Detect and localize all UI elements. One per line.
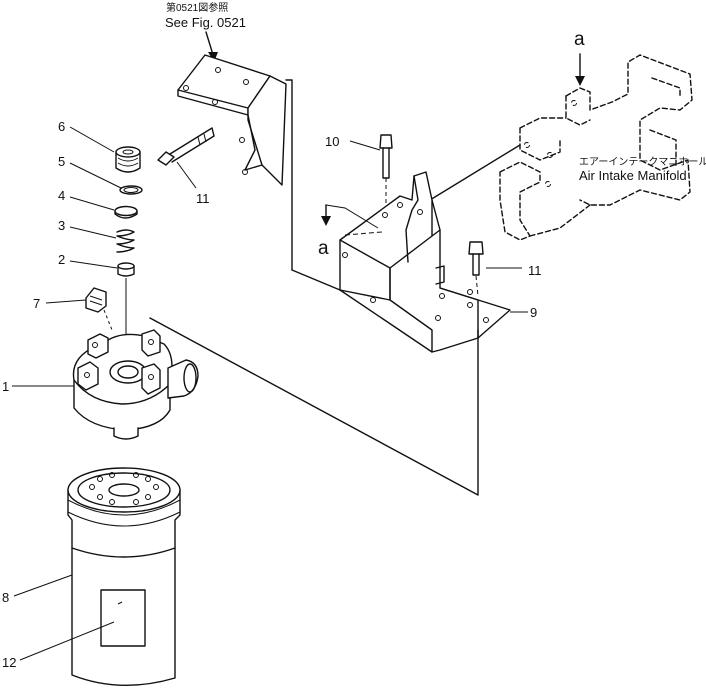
leader-10 bbox=[349, 140, 381, 151]
ref-a-top-arrowhead bbox=[575, 76, 585, 86]
bracket-9 bbox=[339, 171, 511, 353]
ref-a-left-line bbox=[325, 204, 379, 229]
part-label-7: 7 bbox=[33, 296, 40, 311]
see-fig-en-text: See Fig. 0521 bbox=[165, 15, 246, 30]
leader-11-upper bbox=[176, 161, 197, 189]
bracket-link-line bbox=[285, 79, 293, 271]
air-intake-manifold bbox=[499, 54, 693, 241]
leader-4 bbox=[69, 196, 115, 211]
manifold-en-text: Air Intake Manifold bbox=[579, 168, 687, 183]
part-label-5: 5 bbox=[58, 154, 65, 169]
part-7-plug bbox=[85, 287, 113, 331]
leader-8 bbox=[13, 574, 73, 597]
part-12-label-plate bbox=[100, 589, 146, 647]
leader-2 bbox=[69, 260, 118, 269]
bolt-10 bbox=[379, 134, 393, 206]
part-5-ring bbox=[119, 185, 143, 195]
part-label-11-right: 11 bbox=[528, 263, 542, 278]
leader-12 bbox=[19, 621, 115, 661]
leader-6 bbox=[69, 126, 115, 153]
leader-5 bbox=[69, 162, 122, 189]
bracket-link-line-2 bbox=[291, 269, 341, 291]
ref-a-top: a bbox=[574, 29, 585, 50]
manifold-jp-text: エアーインテークマニホールド bbox=[579, 156, 706, 168]
part-label-9: 9 bbox=[530, 305, 537, 320]
part-8-filter-cartridge bbox=[67, 467, 181, 687]
part-1-filter-head bbox=[72, 329, 199, 440]
part-4-disc bbox=[114, 205, 138, 219]
part-label-12: 12 bbox=[2, 655, 16, 670]
ref-a-left: a bbox=[318, 238, 329, 259]
leader-3 bbox=[69, 226, 117, 239]
upper-bracket bbox=[177, 54, 287, 186]
see-fig-jp-text: 第0521図参照 bbox=[166, 1, 228, 14]
part-6-plug bbox=[115, 146, 141, 173]
part-label-3: 3 bbox=[58, 218, 65, 233]
bolt-11-upper bbox=[157, 127, 215, 166]
manifold-connection-line bbox=[429, 144, 521, 201]
ref-a-left-arrowhead bbox=[321, 216, 331, 226]
part-2-valve bbox=[117, 262, 135, 277]
part-3-spring bbox=[116, 229, 135, 253]
part-label-6: 6 bbox=[58, 119, 65, 134]
part-label-8: 8 bbox=[2, 590, 9, 605]
part-label-11-upper: 11 bbox=[196, 191, 210, 206]
leader-7 bbox=[45, 299, 87, 304]
part-label-2: 2 bbox=[58, 252, 65, 267]
bolt-11-right bbox=[468, 241, 484, 297]
part-label-4: 4 bbox=[58, 188, 65, 203]
filter-link-line bbox=[149, 317, 479, 496]
part-label-1: 1 bbox=[2, 379, 9, 394]
part-label-10: 10 bbox=[325, 134, 339, 149]
ref-a-left-dash bbox=[344, 231, 383, 236]
